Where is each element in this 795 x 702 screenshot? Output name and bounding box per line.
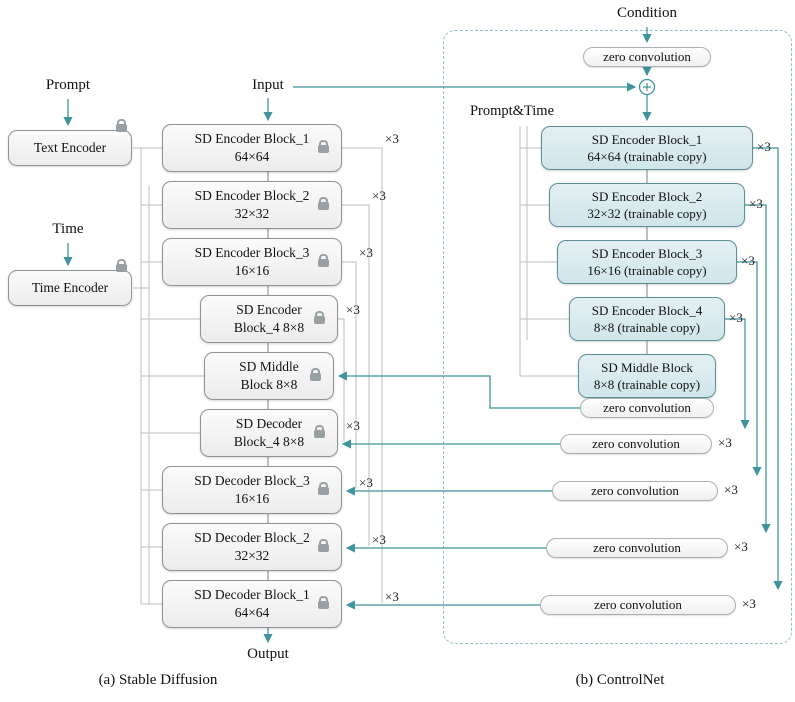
repeat-x3-label: ×3 (372, 532, 386, 547)
pill-label: zero convolution (603, 49, 691, 64)
time-encoder-block: Time Encoder (8, 259, 132, 306)
repeat-x3-label: ×3 (724, 482, 738, 497)
block-title: SD Encoder (236, 302, 302, 318)
sd-encoder-block-3: SD Encoder Block_3 16×16 (162, 238, 342, 286)
lock-icon (314, 311, 325, 324)
lock-icon (318, 254, 329, 267)
block-title: SD Encoder Block_4 (591, 302, 703, 318)
lock-icon (318, 140, 329, 153)
sd-encoder-block-1: SD Encoder Block_1 64×64 (162, 124, 342, 172)
repeat-x3-label: ×3 (729, 310, 743, 325)
pill-label: zero convolution (603, 400, 691, 415)
block-title: SD Encoder Block_3 (591, 245, 703, 261)
trainable-encoder-block-1: SD Encoder Block_1 64×64 (trainable copy… (541, 126, 753, 170)
time-label: Time (52, 221, 84, 237)
block-title: SD Decoder (235, 416, 303, 432)
repeat-x3-label: ×3 (359, 475, 373, 490)
caption-controlnet: (b) ControlNet (575, 672, 665, 688)
trainable-encoder-block-4: SD Encoder Block_4 8×8 (trainable copy) (569, 297, 725, 341)
repeat-x3-label: ×3 (734, 539, 748, 554)
lock-icon (318, 197, 329, 210)
repeat-x3-label: ×3 (372, 188, 386, 203)
block-title: SD Encoder Block_2 (591, 188, 703, 204)
prompt-time-label: Prompt&Time (469, 103, 555, 119)
sd-middle-block: SD Middle Block 8×8 (204, 352, 334, 400)
repeat-x3-label: ×3 (749, 196, 763, 211)
zero-convolution-input: zero convolution (583, 47, 711, 67)
trainable-middle-block: SD Middle Block 8×8 (trainable copy) (578, 354, 716, 398)
lock-icon (318, 539, 329, 552)
block-title: SD Decoder Block_2 (194, 530, 310, 546)
block-subtitle: 8×8 (trainable copy) (593, 320, 701, 335)
text-encoder-block: Text Encoder (8, 119, 132, 166)
block-subtitle: Block_4 8×8 (233, 320, 305, 335)
block-subtitle: 32×32 (234, 206, 270, 221)
block-title: SD Encoder Block_2 (194, 188, 310, 204)
block-title: SD Middle (239, 359, 299, 375)
block-subtitle: Block_4 8×8 (233, 434, 305, 449)
sd-encoder-block-2: SD Encoder Block_2 32×32 (162, 181, 342, 229)
sd-decoder-block-2: SD Decoder Block_2 32×32 (162, 523, 342, 571)
trainable-encoder-block-2: SD Encoder Block_2 32×32 (trainable copy… (549, 183, 745, 227)
block-title: SD Decoder Block_3 (194, 473, 310, 489)
pill-label: zero convolution (591, 483, 679, 498)
repeat-x3-label: ×3 (346, 418, 360, 433)
sd-decoder-block-1: SD Decoder Block_1 64×64 (162, 580, 342, 628)
lock-icon (314, 425, 325, 438)
block-title: SD Encoder Block_1 (194, 131, 310, 147)
pill-label: zero convolution (593, 540, 681, 555)
block-subtitle: 16×16 (234, 263, 270, 278)
block-title: SD Decoder Block_1 (194, 587, 310, 603)
block-subtitle: 32×32 (234, 548, 270, 563)
condition-label: Condition (616, 5, 677, 21)
sd-decoder-block-4: SD Decoder Block_4 8×8 (200, 409, 338, 457)
zero-convolution-decoder-3: zero convolution (552, 481, 718, 501)
lock-icon (318, 596, 329, 609)
sd-encoder-block-4: SD Encoder Block_4 8×8 (200, 295, 338, 343)
zero-convolution-decoder-4: zero convolution (560, 434, 712, 454)
block-subtitle: 16×16 (234, 491, 270, 506)
sd-decoder-block-3: SD Decoder Block_3 16×16 (162, 466, 342, 514)
prompt-label: Prompt (45, 77, 91, 93)
block-subtitle: 8×8 (trainable copy) (593, 377, 701, 392)
input-label: Input (252, 77, 284, 93)
repeat-x3-label: ×3 (742, 596, 756, 611)
lock-icon (318, 482, 329, 495)
repeat-x3-label: ×3 (385, 131, 399, 146)
block-subtitle: 32×32 (trainable copy) (587, 206, 707, 221)
caption-stable-diffusion: (a) Stable Diffusion (98, 672, 218, 688)
pill-label: zero convolution (594, 597, 682, 612)
block-subtitle: 64×64 (trainable copy) (587, 149, 707, 164)
repeat-x3-label: ×3 (741, 253, 755, 268)
output-label: Output (247, 646, 289, 662)
repeat-x3-label: ×3 (718, 435, 732, 450)
repeat-x3-label: ×3 (757, 139, 771, 154)
repeat-x3-label: ×3 (359, 245, 373, 260)
time-encoder-label: Time Encoder (31, 280, 109, 296)
block-subtitle: 64×64 (234, 149, 270, 164)
block-title: SD Middle Block (601, 359, 693, 375)
block-subtitle: 64×64 (234, 605, 270, 620)
block-title: SD Encoder Block_3 (194, 245, 310, 261)
trainable-encoder-block-3: SD Encoder Block_3 16×16 (trainable copy… (557, 240, 737, 284)
lock-icon (310, 368, 321, 381)
zero-convolution-middle: zero convolution (580, 398, 714, 418)
controlnet-dashed-container (443, 30, 792, 644)
zero-convolution-decoder-1: zero convolution (540, 595, 736, 615)
block-title: SD Encoder Block_1 (591, 131, 703, 147)
lock-icon (116, 259, 127, 272)
block-subtitle: 16×16 (trainable copy) (587, 263, 707, 278)
text-encoder-label: Text Encoder (33, 140, 107, 156)
pill-label: zero convolution (592, 436, 680, 451)
zero-convolution-decoder-2: zero convolution (546, 538, 728, 558)
lock-icon (116, 119, 127, 132)
repeat-x3-label: ×3 (385, 589, 399, 604)
block-subtitle: Block 8×8 (240, 377, 298, 392)
repeat-x3-label: ×3 (346, 302, 360, 317)
